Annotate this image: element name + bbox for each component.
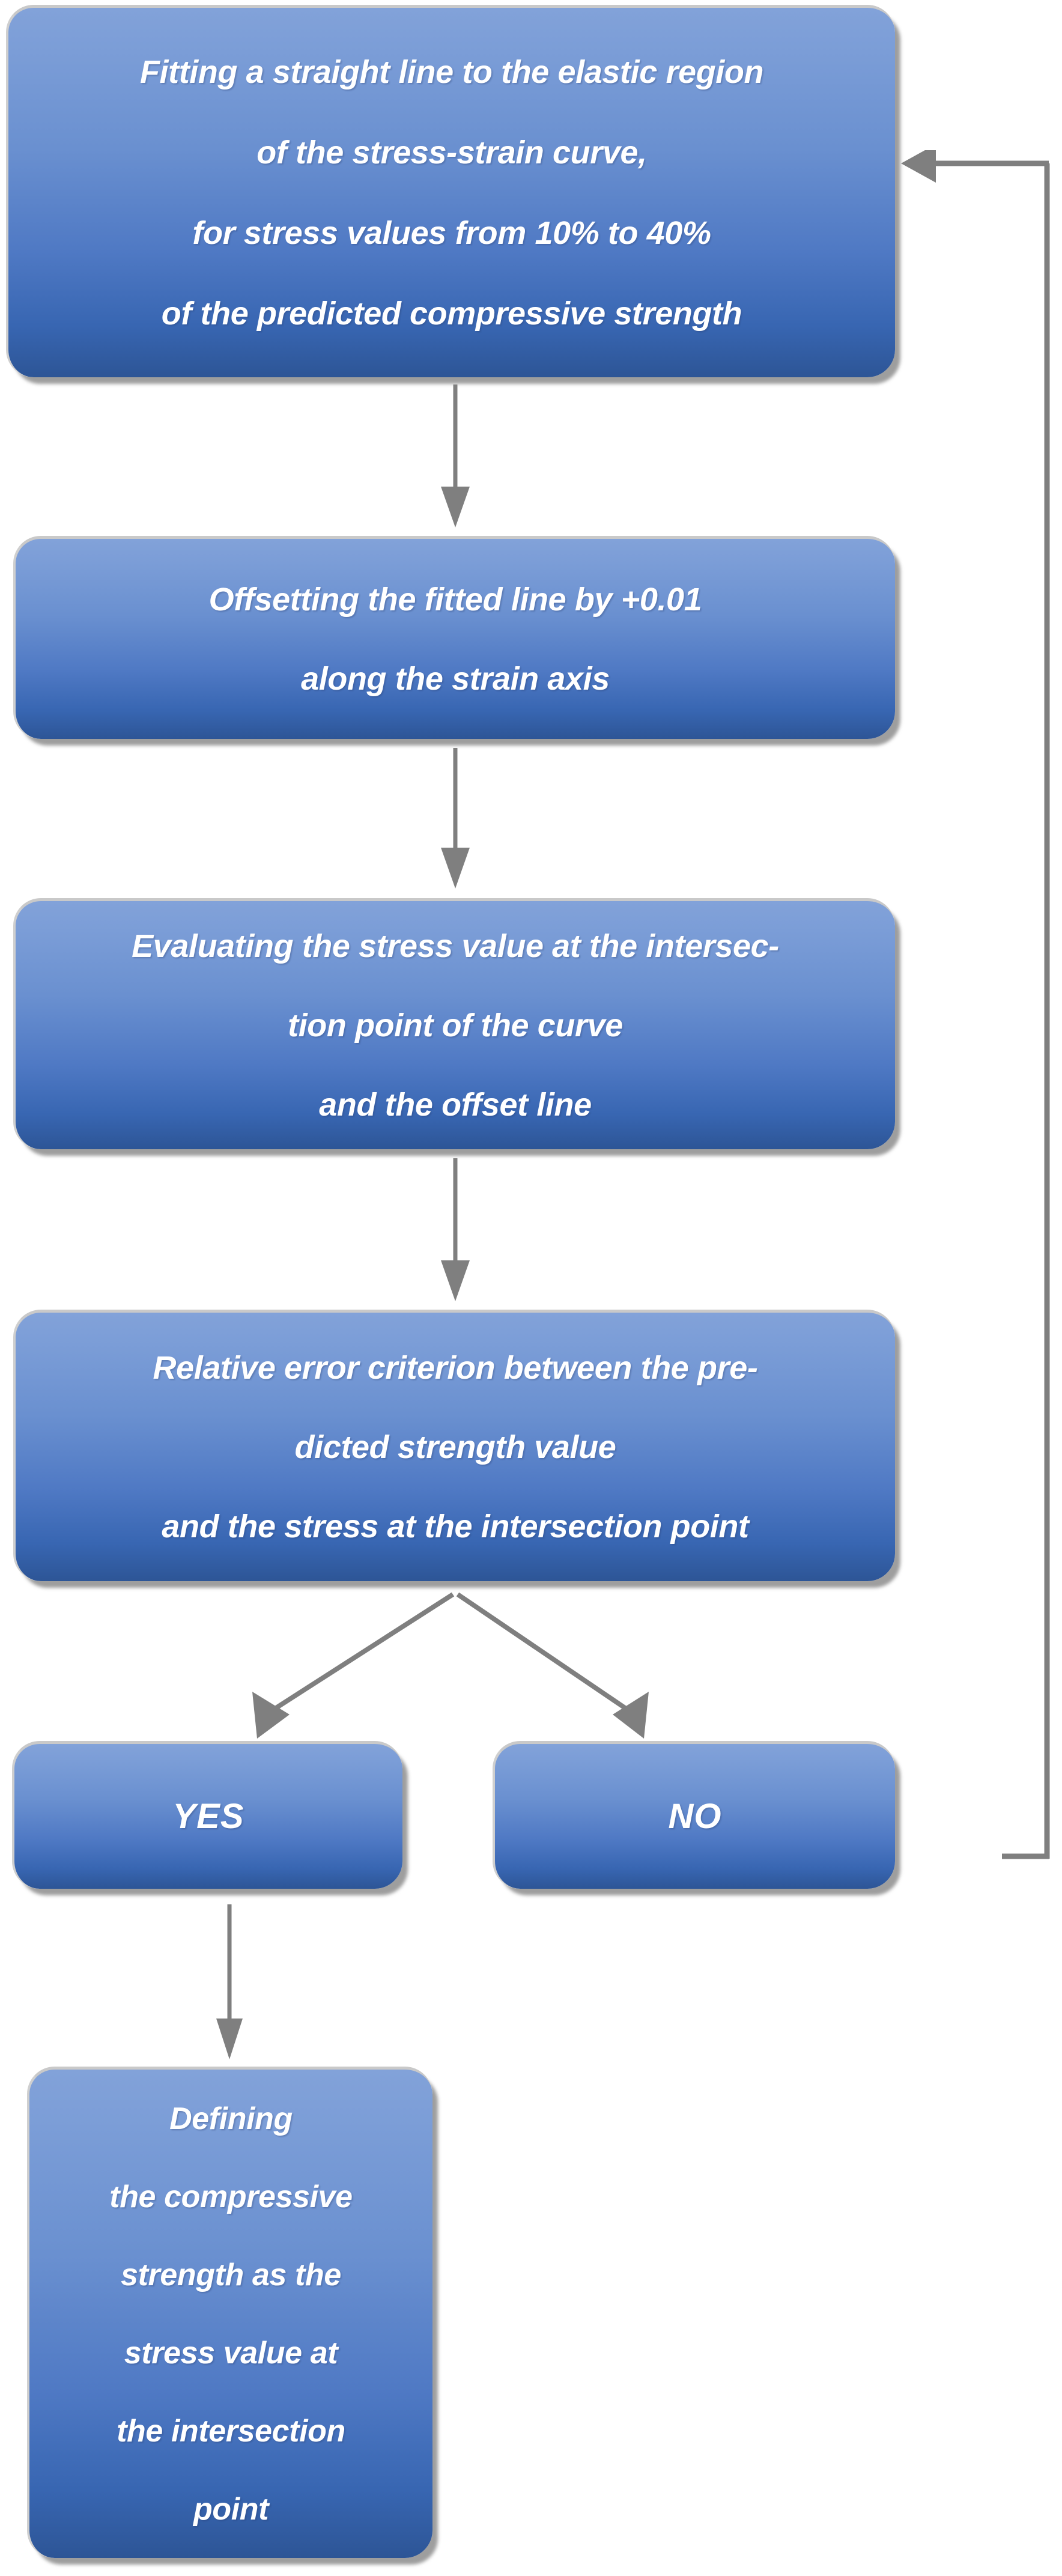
node-define-strength[interactable]: Defining the compressive strength as the… bbox=[27, 2067, 432, 2558]
connector-fit-to-offset bbox=[436, 384, 475, 529]
node-error-criterion-text-3: and the stress at the intersection point bbox=[162, 1508, 749, 1545]
node-offset-line[interactable]: Offsetting the fitted line by +0.01 alon… bbox=[13, 536, 895, 739]
node-error-criterion-text-2: dicted strength value bbox=[294, 1429, 616, 1465]
node-fit-line-text-4: of the predicted compressive strength bbox=[161, 295, 742, 332]
connector-criterion-branch bbox=[198, 1591, 739, 1745]
node-error-criterion-text-1: Relative error criterion between the pre… bbox=[153, 1349, 758, 1386]
node-offset-line-text-1: Offsetting the fitted line by +0.01 bbox=[208, 581, 702, 618]
connector-yes-to-define bbox=[210, 1904, 249, 2062]
node-fit-line-text-3: for stress values from 10% to 40% bbox=[192, 214, 711, 251]
node-define-strength-text-3: strength as the bbox=[121, 2257, 341, 2292]
node-define-strength-text-4: stress value at bbox=[124, 2335, 338, 2371]
node-decision-no-label: NO bbox=[668, 1796, 722, 1836]
node-define-strength-text-2: the compressive bbox=[109, 2179, 353, 2214]
connector-no-feedback-loop bbox=[895, 150, 1062, 1868]
node-decision-yes-label: YES bbox=[172, 1796, 244, 1836]
node-evaluate-stress-text-3: and the offset line bbox=[319, 1086, 592, 1123]
node-fit-line-text-1: Fitting a straight line to the elastic r… bbox=[139, 53, 764, 90]
node-define-strength-text-5: the intersection bbox=[117, 2413, 345, 2449]
node-define-strength-text-6: point bbox=[193, 2491, 269, 2527]
node-evaluate-stress[interactable]: Evaluating the stress value at the inter… bbox=[13, 898, 895, 1149]
node-decision-yes[interactable]: YES bbox=[12, 1741, 402, 1889]
node-define-strength-text-1: Defining bbox=[169, 2101, 293, 2136]
connector-evaluate-to-criterion bbox=[436, 1158, 475, 1302]
node-offset-line-text-2: along the strain axis bbox=[301, 660, 610, 697]
node-fit-line-text-2: of the stress-strain curve, bbox=[256, 134, 647, 171]
node-decision-no[interactable]: NO bbox=[493, 1741, 895, 1889]
node-evaluate-stress-text-1: Evaluating the stress value at the inter… bbox=[132, 928, 779, 964]
node-fit-line[interactable]: Fitting a straight line to the elastic r… bbox=[6, 5, 895, 377]
node-evaluate-stress-text-2: tion point of the curve bbox=[288, 1007, 623, 1043]
node-error-criterion[interactable]: Relative error criterion between the pre… bbox=[13, 1310, 895, 1581]
connector-offset-to-evaluate bbox=[436, 748, 475, 890]
